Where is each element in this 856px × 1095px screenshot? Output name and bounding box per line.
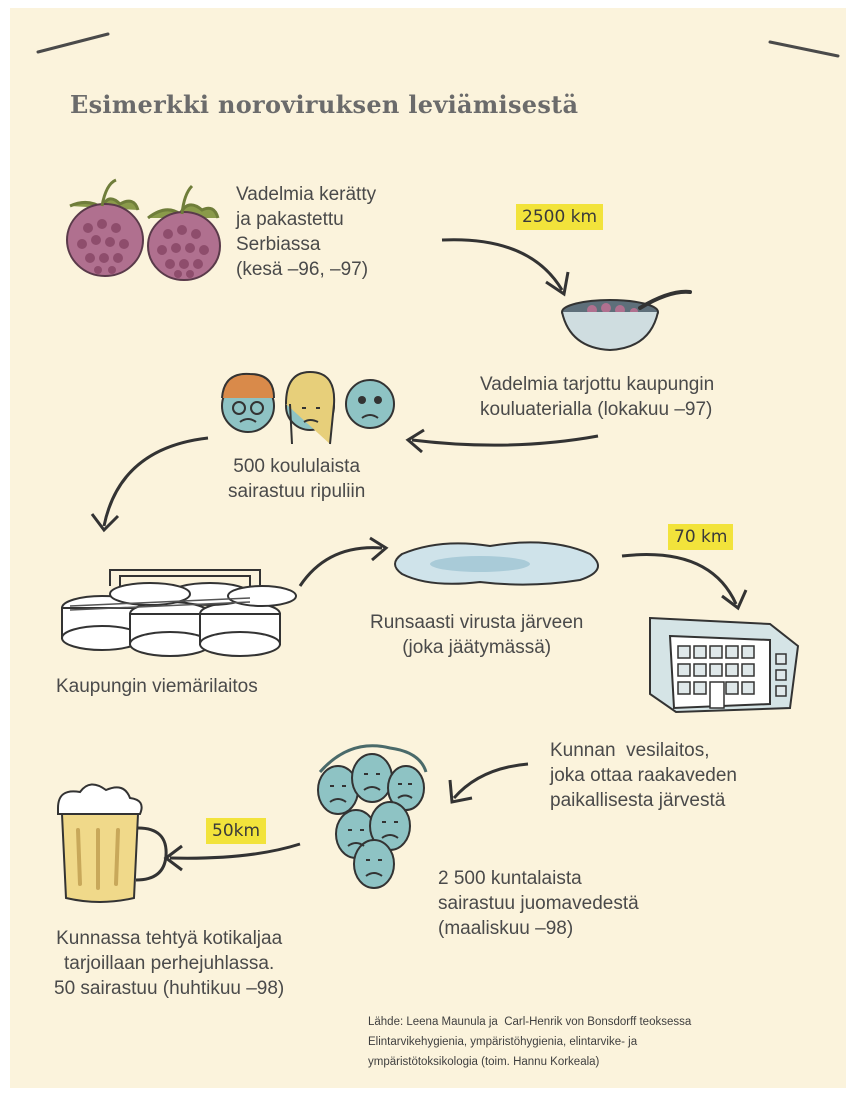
step-lake-text: Runsaasti virusta järveen (joka jäätymäs… [370,610,583,660]
raspberry-icon [67,180,220,280]
lake-icon [395,542,598,584]
sewage-plant-icon [62,570,296,656]
bowl-icon [562,292,690,350]
step-schoolchildren-sick-text: 500 koululaista sairastuu ripuliin [228,454,365,504]
source-citation: Lähde: Leena Maunula ja Carl-Henrik von … [368,1012,691,1072]
step-waterworks-text: Kunnan vesilaitos, joka ottaa raakaveden… [550,738,737,813]
beer-mug-icon [58,784,166,902]
distance-label-70km: 70 km [668,524,733,550]
sick-people-icon [318,746,426,888]
step-raspberries-text: Vadelmia kerätty ja pakastettu Serbiassa… [236,182,376,282]
corner-mark-right [770,42,838,56]
corner-mark-left [38,34,108,52]
distance-label-2500km: 2500 km [516,204,603,230]
page-title: Esimerkki noroviruksen leviämisestä [70,90,578,119]
step-home-beer-text: Kunnassa tehtyä kotikaljaa tarjoillaan p… [54,926,284,1001]
distance-label-50km: 50km [206,818,266,844]
step-residents-sick-text: 2 500 kuntalaista sairastuu juomavedestä… [438,866,639,941]
step-sewage-plant-text: Kaupungin viemärilaitos [56,674,258,699]
infographic-poster: Esimerkki noroviruksen leviämisestä 2500… [10,8,846,1088]
step-school-meal-text: Vadelmia tarjottu kaupungin kouluaterial… [480,372,714,422]
waterworks-building-icon [650,618,798,712]
children-faces-icon [222,372,394,444]
